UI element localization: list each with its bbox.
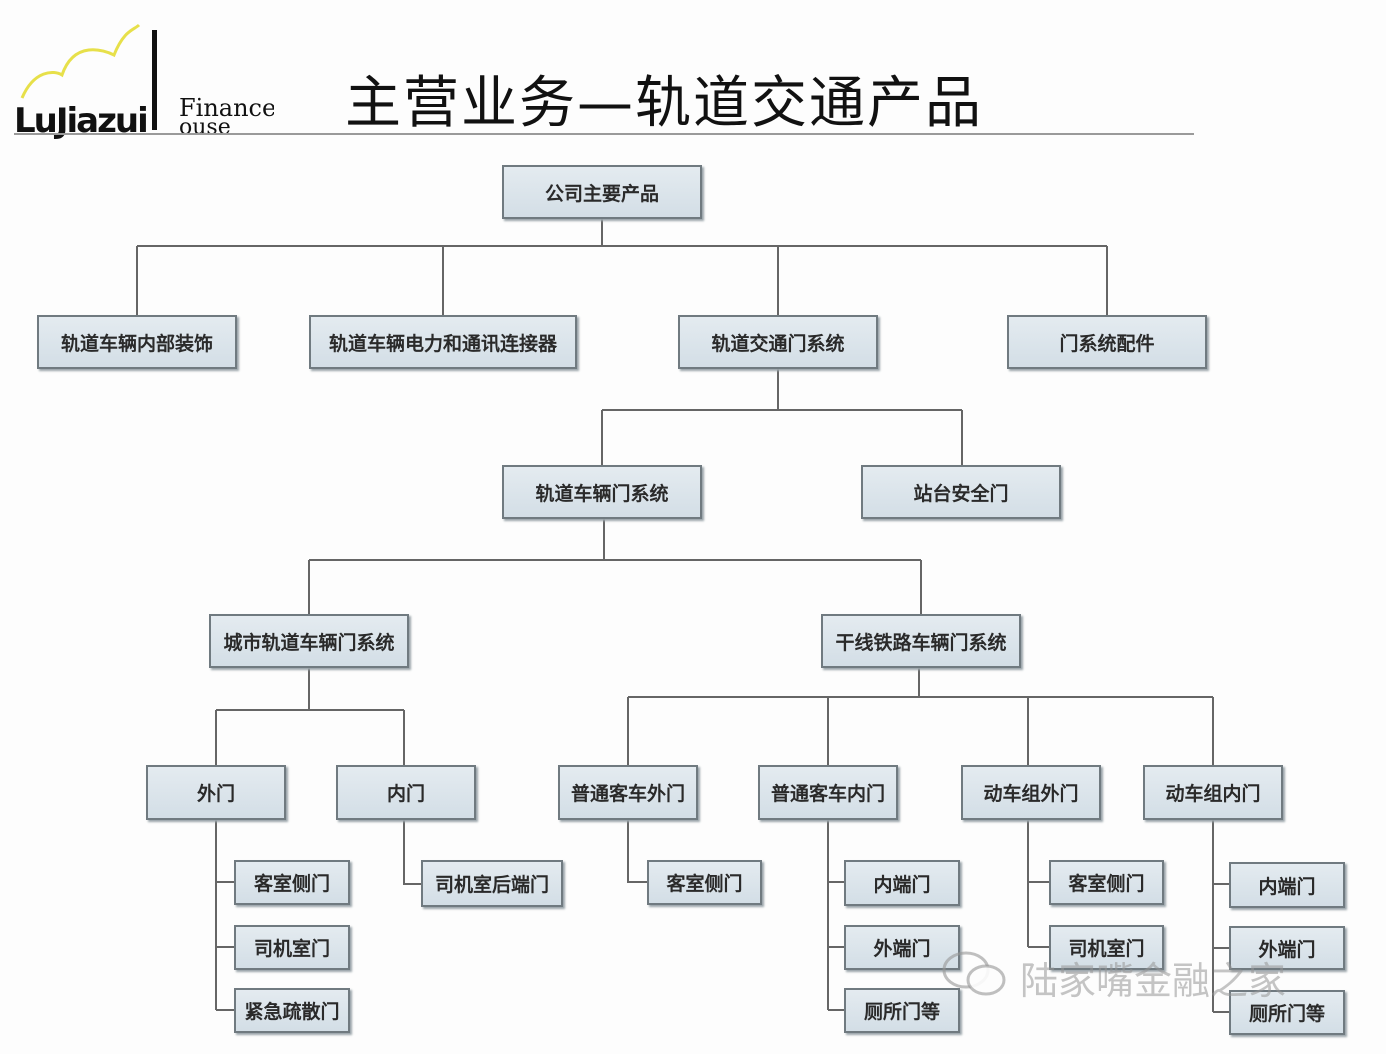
leaf-node: 客室侧门 bbox=[1049, 860, 1164, 905]
leaf-node: 客室侧门 bbox=[234, 860, 350, 905]
node-outer-door: 外门 bbox=[146, 765, 286, 820]
wechat-icon bbox=[940, 948, 1010, 1007]
svg-text:ouse: ouse bbox=[179, 115, 231, 140]
leaf-node: 司机室后端门 bbox=[421, 860, 563, 907]
leaf-node: 外端门 bbox=[844, 925, 960, 970]
node-mainline-rail-doors: 干线铁路车辆门系统 bbox=[821, 614, 1021, 668]
leaf-node: 厕所门等 bbox=[844, 988, 960, 1033]
leaf-node: 客室侧门 bbox=[647, 860, 762, 905]
node-connectors: 轨道车辆电力和通讯连接器 bbox=[309, 315, 577, 369]
node-emu-inner: 动车组内门 bbox=[1143, 765, 1283, 820]
node-door-systems: 轨道交通门系统 bbox=[678, 315, 878, 369]
node-regular-inner: 普通客车内门 bbox=[758, 765, 898, 820]
node-inner-door: 内门 bbox=[336, 765, 476, 820]
node-interior-decoration: 轨道车辆内部装饰 bbox=[37, 315, 237, 369]
leaf-node: 内端门 bbox=[1229, 862, 1345, 908]
node-vehicle-doors: 轨道车辆门系统 bbox=[502, 465, 702, 519]
leaf-node: 外端门 bbox=[1229, 926, 1345, 970]
node-urban-rail-doors: 城市轨道车辆门系统 bbox=[209, 614, 409, 668]
node-emu-outer: 动车组外门 bbox=[961, 765, 1101, 820]
watermark-text: 陆家嘴金融之家 bbox=[1020, 959, 1287, 1003]
node-platform-doors: 站台安全门 bbox=[861, 465, 1061, 519]
page-title: 主营业务—轨道交通产品 bbox=[345, 71, 983, 136]
node-regular-outer: 普通客车外门 bbox=[558, 765, 698, 820]
leaf-node: 紧急疏散门 bbox=[234, 988, 350, 1033]
leaf-node: 内端门 bbox=[844, 860, 960, 906]
leaf-node: 司机室门 bbox=[234, 925, 350, 970]
svg-text:Finance: Finance bbox=[179, 94, 274, 122]
leaf-node: 厕所门等 bbox=[1229, 990, 1345, 1035]
watermark: 陆家嘴金融之家 bbox=[940, 948, 1286, 1007]
title-divider bbox=[14, 133, 1194, 135]
node-door-accessories: 门系统配件 bbox=[1007, 315, 1207, 369]
node-root: 公司主要产品 bbox=[502, 165, 702, 219]
leaf-node: 司机室门 bbox=[1049, 925, 1164, 970]
